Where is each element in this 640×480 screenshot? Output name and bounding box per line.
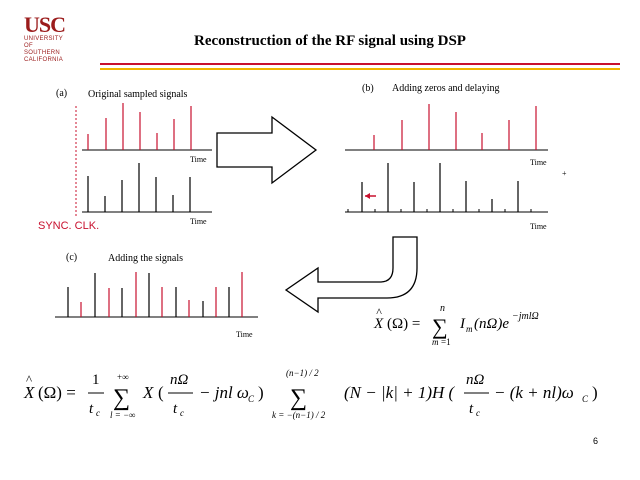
- logo-line2: OF SOUTHERN: [24, 43, 61, 56]
- red-pulses-b1: [373, 104, 537, 150]
- svg-text:∑: ∑: [432, 314, 448, 339]
- svg-text:X: X: [373, 316, 384, 332]
- svg-text:^: ^: [26, 372, 32, 387]
- panel-b-caption: Adding zeros and delaying: [392, 83, 500, 94]
- svg-text:m: m: [466, 324, 473, 334]
- time-label-b1: Time: [530, 158, 547, 167]
- svg-text:− jnl ω: − jnl ω: [199, 383, 249, 402]
- svg-text:(Ω) =: (Ω) =: [38, 383, 76, 402]
- panel-a-tag: (a): [56, 88, 68, 99]
- svg-text:1: 1: [92, 372, 100, 388]
- svg-text:+∞: +∞: [117, 372, 129, 382]
- svg-text:t: t: [173, 401, 178, 417]
- logo-text: USC: [24, 12, 66, 37]
- svg-text:n: n: [440, 303, 445, 314]
- title-rule-red: [100, 63, 620, 65]
- slide-title: Reconstruction of the RF signal using DS…: [194, 33, 466, 49]
- svg-text:m: m: [432, 337, 439, 347]
- svg-text:(nΩ)e: (nΩ)e: [474, 316, 509, 332]
- time-label-b2: Time: [530, 222, 547, 231]
- logo-line1: UNIVERSITY: [24, 36, 64, 42]
- black-pulses-b2: [361, 163, 519, 212]
- svg-text:=1: =1: [441, 337, 451, 347]
- panel-b-tag: (b): [362, 83, 374, 94]
- black-pulses-a2: [87, 163, 191, 212]
- svg-text:k = −(n−1) / 2: k = −(n−1) / 2: [272, 410, 326, 420]
- svg-text:): ): [592, 383, 598, 402]
- time-label-c: Time: [236, 330, 253, 339]
- panel-a-caption: Original sampled signals: [88, 89, 188, 100]
- svg-text:X: X: [142, 383, 154, 402]
- svg-text:(N − |k| + 1)H (: (N − |k| + 1)H (: [344, 383, 456, 402]
- svg-text:I: I: [459, 316, 466, 332]
- svg-text:−jmlΩ: −jmlΩ: [512, 311, 539, 322]
- svg-text:∑: ∑: [290, 385, 307, 411]
- time-label-a2: Time: [190, 217, 207, 226]
- svg-text:∑: ∑: [113, 385, 130, 411]
- right-arrow: [216, 115, 318, 185]
- panel-c-caption: Adding the signals: [108, 253, 183, 264]
- logo-line3: CALIFORNIA: [24, 57, 64, 63]
- usc-logo: USC UNIVERSITY OF SOUTHERN CALIFORNIA: [24, 14, 70, 64]
- curved-arrow: [284, 236, 418, 314]
- svg-text:− (k + nl)ω: − (k + nl)ω: [494, 383, 574, 402]
- panel-c-tag: (c): [66, 252, 78, 263]
- time-label-a1: Time: [190, 155, 207, 164]
- panel-c-signals: [55, 272, 258, 318]
- zero-dots-b2: [347, 209, 532, 212]
- title-rule-gold: [100, 68, 620, 70]
- svg-text:nΩ: nΩ: [466, 372, 485, 388]
- svg-text:(n−1) / 2: (n−1) / 2: [286, 368, 319, 378]
- svg-text:(Ω) =: (Ω) =: [387, 316, 420, 332]
- equation-2: X ^ (Ω) = 1 t c +∞ ∑ l = −∞ X ( nΩ t c −…: [23, 368, 598, 420]
- delay-arrowhead: [365, 193, 370, 199]
- svg-text:t: t: [89, 401, 94, 417]
- svg-text:c: c: [96, 408, 100, 418]
- svg-text:c: c: [476, 408, 480, 418]
- svg-text:X: X: [23, 383, 35, 402]
- plus-sign: +: [562, 169, 567, 178]
- svg-text:t: t: [469, 401, 474, 417]
- svg-text:): ): [258, 383, 264, 402]
- svg-text:l = −∞: l = −∞: [110, 410, 136, 420]
- page-number: 6: [593, 436, 599, 446]
- svg-text:c: c: [180, 408, 184, 418]
- svg-text:C: C: [582, 394, 589, 404]
- equation-1: X ^ (Ω) = ∑ n m =1 I m (nΩ)e −jmlΩ: [373, 303, 539, 347]
- panel-b-signals: [345, 104, 548, 213]
- sync-clock-label: SYNC. CLK.: [38, 220, 100, 232]
- panel-a-signals: [75, 103, 212, 218]
- svg-text:^: ^: [376, 305, 382, 319]
- combined-pulses-c: [67, 272, 243, 317]
- red-pulses-a1: [87, 103, 192, 150]
- svg-text:C: C: [248, 394, 255, 404]
- svg-text:nΩ: nΩ: [170, 372, 189, 388]
- svg-text:(: (: [158, 383, 164, 402]
